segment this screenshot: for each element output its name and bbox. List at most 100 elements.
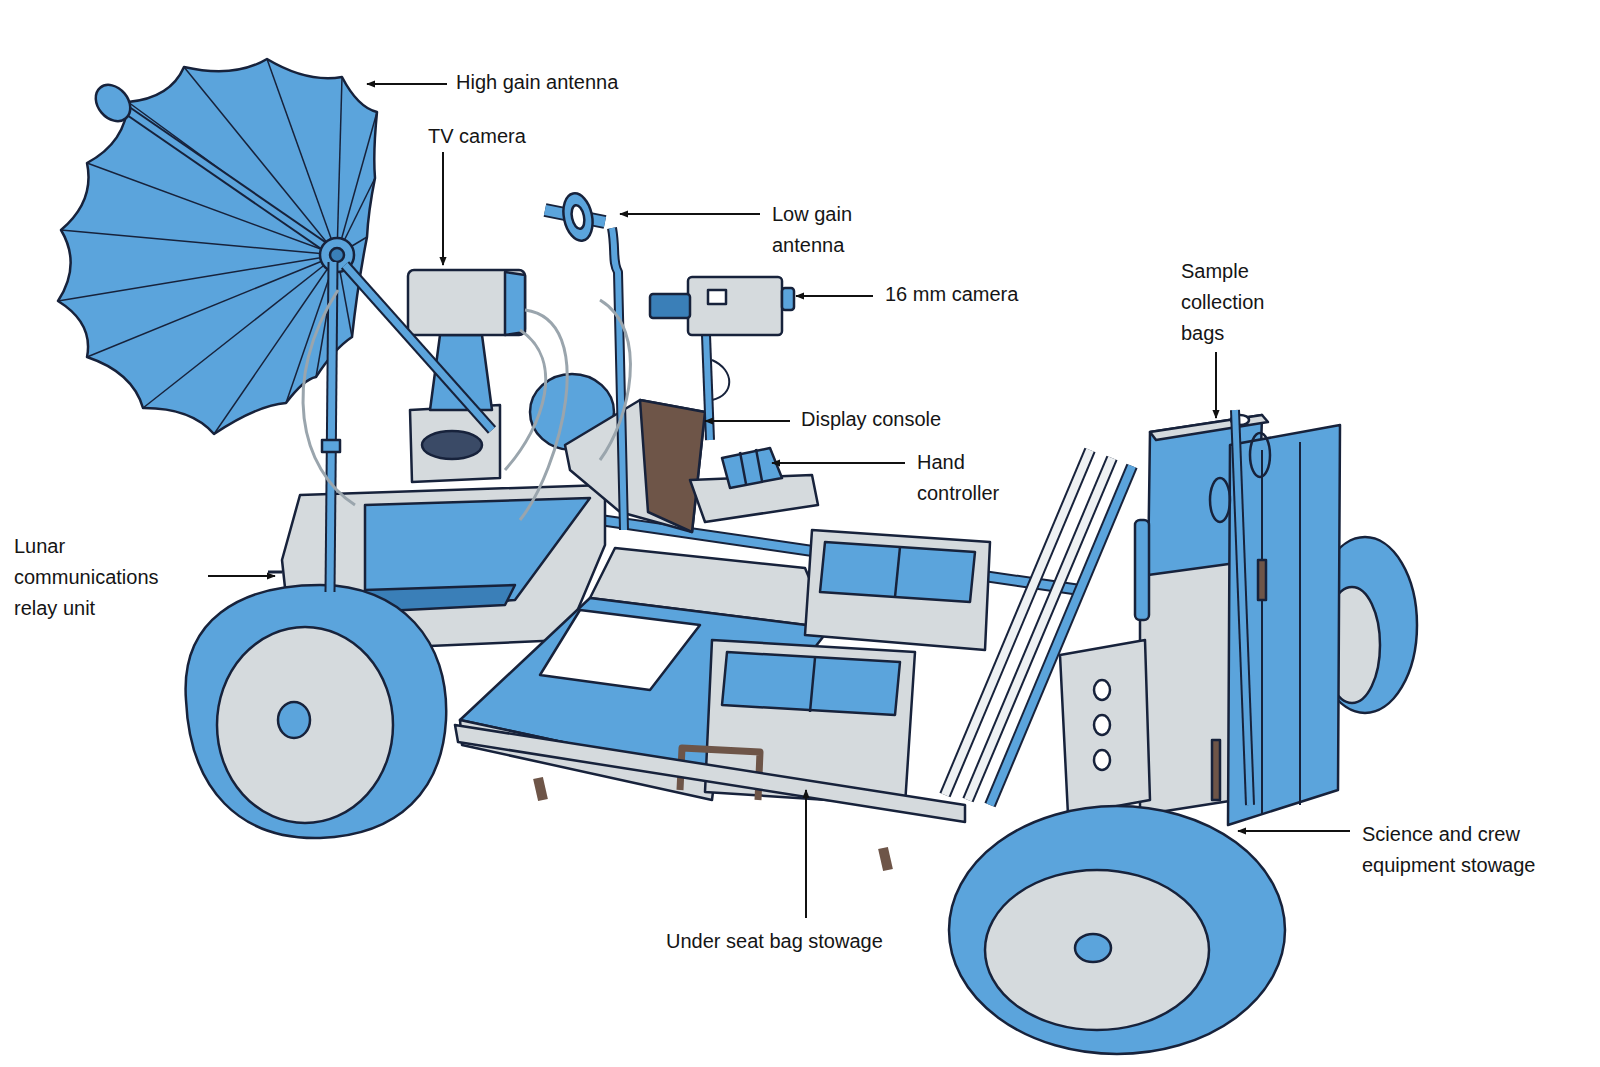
seat-box (680, 530, 990, 805)
movie-camera (706, 335, 710, 440)
leader-line (705, 420, 790, 422)
seat-box (722, 652, 900, 715)
low-gain-antenna (612, 228, 624, 530)
tool-tubes (968, 458, 1112, 800)
high-gain-antenna (337, 77, 342, 255)
part-label: Under seat bag stowage (666, 926, 883, 957)
frame-rail (538, 778, 543, 800)
rear-pallet (1250, 433, 1270, 477)
rear-pallet (1094, 715, 1110, 735)
hand-controller (722, 448, 782, 488)
high-gain-antenna (61, 230, 337, 255)
low-gain-antenna (545, 191, 630, 530)
rear-pallet (1140, 560, 1240, 815)
display-console (565, 400, 705, 532)
frame-rail (455, 725, 965, 870)
tv-camera (408, 270, 567, 520)
seat-box (805, 530, 990, 650)
tv-camera (505, 272, 525, 335)
antenna-mast (303, 262, 492, 592)
movie-camera (706, 335, 710, 440)
rear-pallet (1135, 520, 1149, 620)
high-gain-antenna (337, 112, 377, 255)
front-chassis (268, 571, 282, 574)
rover-illustration (58, 59, 1417, 1054)
high-gain-antenna (143, 255, 337, 408)
rear-pallet (1150, 415, 1268, 440)
leader-line (208, 84, 1350, 918)
part-label: Hand controller (917, 447, 1032, 509)
wheel (985, 870, 1209, 1030)
high-gain-antenna (58, 255, 337, 301)
part-label: TV camera (428, 121, 526, 152)
front-chassis (365, 498, 590, 612)
rear-pallet (1094, 750, 1110, 770)
tv-camera (520, 310, 567, 520)
high-gain-antenna (330, 248, 344, 262)
seat-box (895, 547, 900, 597)
hand-controller (756, 449, 762, 481)
high-gain-antenna (118, 104, 337, 255)
antenna-mast (322, 440, 340, 452)
tool-tubes (990, 466, 1132, 805)
part-label: Low gain antenna (772, 199, 872, 261)
wheel (1075, 934, 1111, 962)
display-console (640, 400, 705, 532)
tv-camera (505, 330, 546, 470)
leader-line (796, 295, 873, 297)
high-gain-antenna (87, 163, 337, 255)
leader-line (208, 575, 275, 577)
wheel (217, 627, 393, 823)
antenna-mast (345, 265, 492, 430)
leader-line (620, 213, 760, 215)
part-label: Sample collection bags (1181, 256, 1296, 349)
low-gain-antenna (600, 300, 630, 460)
seat-box (810, 658, 815, 712)
movie-camera (708, 290, 726, 304)
antenna-mast (330, 262, 333, 592)
movie-camera (712, 360, 729, 400)
leader-line (1215, 352, 1217, 418)
leader-line (805, 790, 807, 918)
tv-camera (422, 431, 482, 459)
tool-tubes (968, 458, 1112, 800)
hand-controller (740, 452, 746, 484)
antenna-mast (303, 290, 355, 505)
leader-line (1238, 830, 1350, 832)
wheel (278, 702, 310, 738)
rear-pallet (1261, 450, 1263, 815)
part-label: High gain antenna (456, 67, 618, 98)
high-gain-antenna (89, 78, 138, 128)
leader-line (442, 152, 444, 265)
leader-line (772, 462, 905, 464)
movie-camera (688, 277, 782, 335)
wheel (949, 806, 1285, 1054)
rear-pallet (1210, 478, 1230, 522)
tv-camera (408, 270, 525, 335)
frame-rail (455, 725, 965, 822)
antenna-mast (345, 265, 492, 430)
rear-pallet (1094, 680, 1110, 700)
part-label: Display console (801, 404, 941, 435)
part-label: Science and crew equipment stowage (1362, 819, 1577, 881)
hand-controller (690, 448, 818, 522)
movie-camera (650, 294, 690, 318)
rear-pallet (1060, 640, 1150, 815)
rear-pallet (1235, 410, 1250, 805)
high-gain-antenna (214, 255, 337, 434)
tool-tubes (990, 466, 1132, 805)
movie-camera (782, 288, 794, 310)
movie-camera (650, 277, 794, 440)
low-gain-antenna (559, 191, 596, 244)
part-label: Lunar communications relay unit (14, 531, 184, 624)
leader-line (367, 83, 447, 85)
floor (540, 610, 700, 690)
display-console (565, 400, 705, 532)
antenna-mast (330, 262, 333, 592)
low-gain-antenna (612, 228, 624, 530)
low-gain-antenna (570, 204, 587, 230)
high-gain-antenna (118, 104, 337, 255)
